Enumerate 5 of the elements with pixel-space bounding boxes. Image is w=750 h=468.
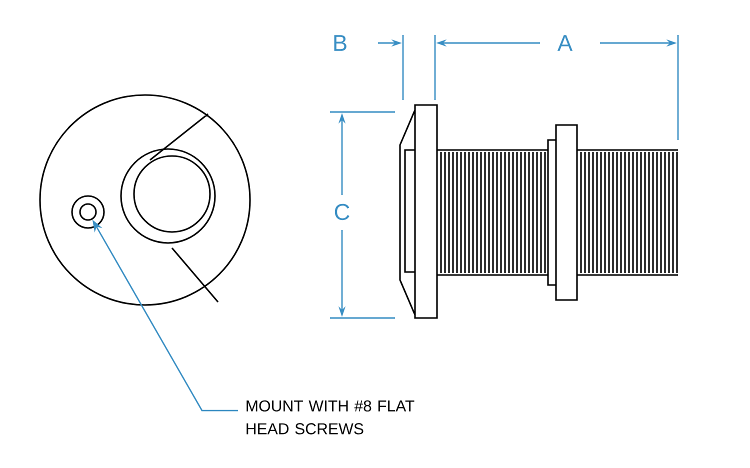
- dimension-label: A: [557, 35, 573, 51]
- dimension-label: C: [334, 204, 350, 220]
- note-text: MOUNT WITH #8 FLAT HEAD SCREWS: [246, 400, 414, 434]
- screw-hole: [79, 203, 97, 221]
- dimension-label: B: [334, 35, 346, 51]
